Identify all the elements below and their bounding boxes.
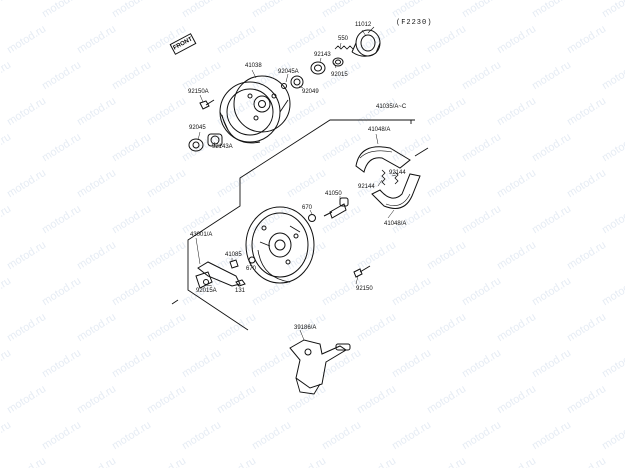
leader-lines xyxy=(195,29,397,341)
indicator-41085 xyxy=(229,259,239,269)
brake-backing-plate xyxy=(245,206,315,284)
label-670-upper: 670 xyxy=(302,205,313,211)
brake-shoe-upper xyxy=(355,146,411,173)
label-41050: 41050 xyxy=(325,191,342,197)
label-92150: 92150 xyxy=(356,286,373,292)
label-670-lower: 670 xyxy=(246,266,257,272)
label-92015A: 92015A xyxy=(196,288,217,294)
knuckle-39186 xyxy=(289,339,351,395)
label-92150A: 92150A xyxy=(188,89,209,95)
o-ring-670-lower xyxy=(248,256,256,264)
bearing-92143 xyxy=(310,61,326,75)
label-92144-right: 92144 xyxy=(389,170,406,176)
label-92143A: 92143A xyxy=(212,144,233,150)
brake-drum-41038 xyxy=(219,75,291,144)
label-131: 131 xyxy=(235,288,246,294)
label-92045: 92045 xyxy=(189,125,206,131)
label-92045A: 92045A xyxy=(278,69,299,75)
o-ring-670 xyxy=(308,214,316,222)
label-41035: 41035/A~C xyxy=(376,104,407,110)
label-41048A-upper: 41048/A xyxy=(368,127,391,133)
spacer-92049 xyxy=(290,75,304,89)
seal-550 xyxy=(334,45,354,50)
spacer-92143A xyxy=(207,133,223,147)
label-43001A: 43001/A xyxy=(190,232,213,238)
brake-lever-43001 xyxy=(195,261,241,289)
label-92143: 92143 xyxy=(314,52,331,58)
bolt-92150 xyxy=(353,265,371,278)
label-550: 550 xyxy=(338,36,349,42)
brake-shoe-lower xyxy=(371,173,421,209)
label-41048A-lower: 41048/A xyxy=(384,221,407,227)
bearing-cap-11012 xyxy=(351,26,381,57)
spacer-92045A xyxy=(281,83,287,89)
bearing-92045 xyxy=(188,138,204,152)
label-41085: 41085 xyxy=(225,252,242,258)
cam-41050 xyxy=(323,197,349,219)
bushing-92015 xyxy=(332,57,344,67)
label-92015: 92015 xyxy=(331,72,348,78)
assembly-frame xyxy=(171,119,429,331)
label-41038: 41038 xyxy=(245,63,262,69)
spring-92144-right xyxy=(394,171,399,185)
label-39186A: 39186/A xyxy=(294,325,317,331)
bolt-92150A xyxy=(199,99,215,110)
label-92144-left: 92144 xyxy=(358,184,375,190)
label-92049: 92049 xyxy=(302,89,319,95)
label-11012: 11012 xyxy=(355,22,372,28)
figure-code: (F2230) xyxy=(396,19,433,27)
spring-92144-left xyxy=(381,169,386,186)
